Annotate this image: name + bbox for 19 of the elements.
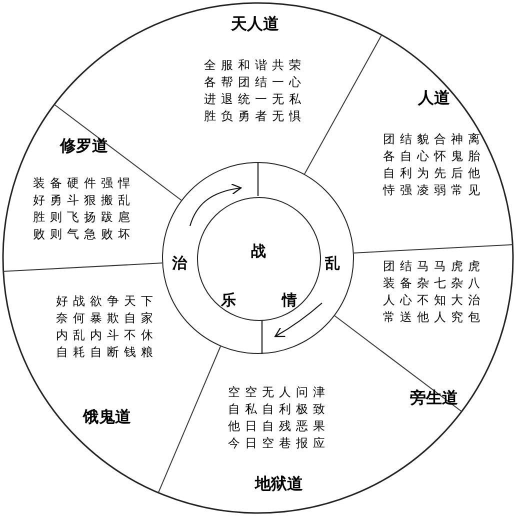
realm-title: 修罗道 <box>60 136 108 157</box>
realm-title: 旁生道 <box>410 388 458 409</box>
verse-text: 装备硬件强悍好勇斗狠搬乱胜则飞扬跋扈败则气急败坏 <box>33 175 135 243</box>
realm-title: 天人道 <box>231 14 279 35</box>
ring-word: 乐 <box>221 291 236 309</box>
realm-title: 地狱道 <box>255 474 303 495</box>
ring-word: 情 <box>282 291 297 309</box>
ring-word: 战 <box>251 242 266 260</box>
verse-text: 好战欲争天下奈何暴欺自家内乱内斗不休自耗自断钱粮 <box>56 293 158 361</box>
realm-title: 人道 <box>418 88 450 109</box>
ring-word: 乱 <box>325 254 340 272</box>
verse-text: 团结马马虎虎装备杂七杂八人心不知大治常送他人究包 <box>383 258 485 326</box>
ring-circle <box>162 162 354 354</box>
inner-circle <box>197 197 321 321</box>
verse-text: 空空无人问津自私自利极致他日自残恶果今日空巷报应 <box>228 384 330 452</box>
realm-title: 饿鬼道 <box>83 407 131 428</box>
ring-word: 治 <box>172 254 187 272</box>
verse-text: 团结貌合神离各自心怀鬼胎自利为先后他恃强凌弱常见 <box>383 131 485 199</box>
verse-text: 全服和谐共荣各帮团结一心进退统一无私胜负勇者无惧 <box>204 57 306 125</box>
